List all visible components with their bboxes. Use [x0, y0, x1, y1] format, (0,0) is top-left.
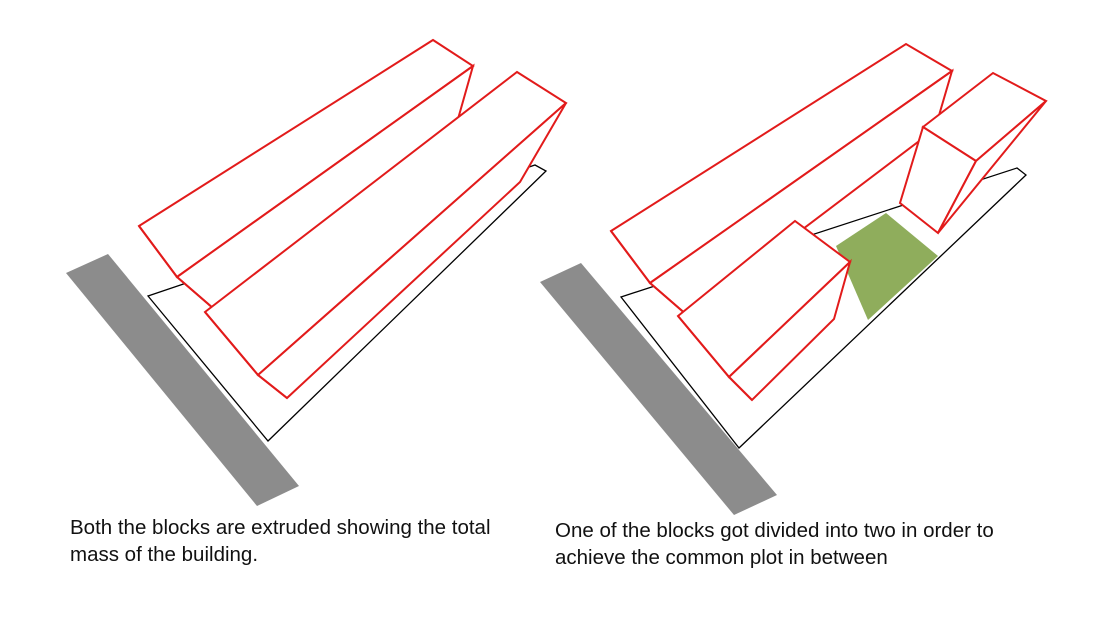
road-strip-left [66, 254, 299, 506]
common-plot-courtyard [836, 213, 938, 320]
diagram-after [540, 42, 1048, 515]
diagram-before [66, 38, 568, 506]
site-plot-right [619, 167, 1027, 449]
caption-before-line-2: mass of the building. [70, 543, 259, 566]
caption-after: One of the blocks got divided into two i… [555, 517, 994, 571]
block-right-divided-back [898, 71, 1048, 235]
caption-before-line-1: Both the blocks are extruded showing the… [70, 516, 491, 539]
caption-after-line-1: One of the blocks got divided into two i… [555, 519, 994, 542]
caption-after-line-2: achieve the common plot in between [555, 546, 888, 569]
block-right-divided-front [676, 219, 852, 402]
block-left-b [203, 70, 568, 400]
caption-before: Both the blocks are extruded showing the… [70, 514, 491, 568]
road-strip-right [540, 263, 777, 515]
